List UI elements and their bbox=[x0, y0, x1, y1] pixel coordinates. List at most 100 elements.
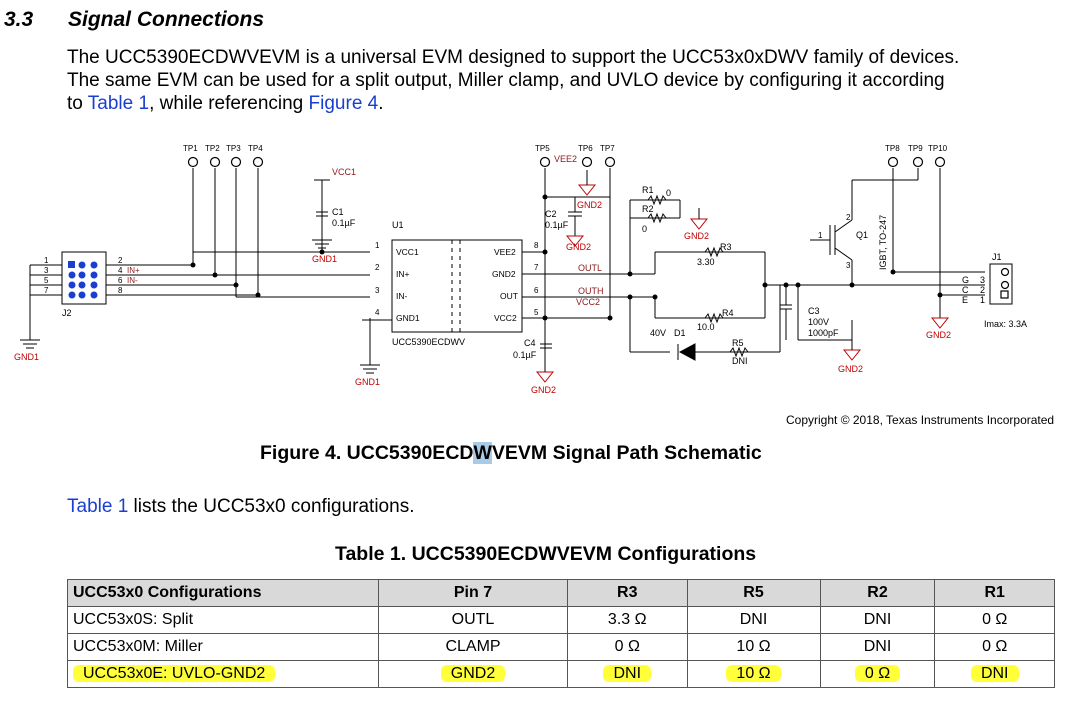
gnd2-label: GND2 bbox=[531, 385, 556, 395]
column-header: R2 bbox=[819, 579, 936, 607]
table-cell: DNI bbox=[567, 660, 688, 688]
inp-net-label: IN+ bbox=[127, 266, 140, 275]
table-reference-sentence: Table 1 lists the UCC53x0 configurations… bbox=[67, 496, 414, 518]
vcc1-net-label: VCC1 bbox=[332, 167, 356, 177]
testpoint-label: TP6 bbox=[578, 144, 593, 153]
highlighted-text: 0 Ω bbox=[854, 665, 901, 682]
gnd2-label: GND2 bbox=[566, 242, 591, 252]
column-header: UCC53x0 Configurations bbox=[67, 579, 379, 607]
table-cell: 0 Ω bbox=[819, 660, 936, 688]
j2-pin: 6 bbox=[118, 276, 123, 285]
table-cell: 0 Ω bbox=[567, 633, 688, 661]
j2-pin: 7 bbox=[44, 286, 49, 295]
u1-pinnum: 1 bbox=[375, 241, 380, 250]
testpoint-label: TP9 bbox=[908, 144, 923, 153]
d1-name: D1 bbox=[674, 328, 686, 338]
d1-voltage: 40V bbox=[650, 328, 666, 338]
j1-pin: 3 bbox=[980, 275, 985, 285]
q1-package: IGBT, TO-247 bbox=[878, 215, 888, 270]
signal-path-schematic: TP1 TP2 TP3 TP4 TP5 TP6 TP7 TP8 TP9 TP10… bbox=[14, 144, 1027, 395]
q1-pin: 1 bbox=[818, 231, 823, 240]
text-selection: W bbox=[473, 442, 492, 464]
table-caption: Table 1. UCC5390ECDWVEVM Configurations bbox=[335, 543, 757, 565]
j1-label-c: C bbox=[962, 285, 969, 295]
u1-pin-vcc1: VCC1 bbox=[396, 247, 419, 257]
figure-caption: Figure 4. UCC5390ECDWVEVM Signal Path Sc… bbox=[260, 442, 762, 465]
testpoint-label: TP1 bbox=[183, 144, 198, 153]
intro-line-2: The same EVM can be used for a split out… bbox=[67, 70, 945, 91]
table-cell: UCC53x0E: UVLO-GND2 bbox=[67, 660, 379, 688]
r3-value: 3.30 bbox=[697, 257, 715, 267]
table-cell: 0 Ω bbox=[934, 633, 1055, 661]
c2-name: C2 bbox=[545, 209, 557, 219]
figure-4-link[interactable]: Figure 4 bbox=[308, 93, 379, 114]
r5-value: DNI bbox=[732, 356, 748, 366]
j2-pin: 2 bbox=[118, 256, 123, 265]
highlighted-text: 10 Ω bbox=[726, 665, 781, 682]
sentence-text: lists the UCC53x0 configurations. bbox=[128, 496, 415, 517]
table-1-link[interactable]: Table 1 bbox=[87, 93, 150, 114]
section-number: 3.3 bbox=[4, 8, 34, 31]
q1-pin: 2 bbox=[846, 213, 851, 222]
table-cell: GND2 bbox=[378, 660, 568, 688]
vcc2-net-label: VCC2 bbox=[576, 297, 600, 307]
r3-name: R3 bbox=[720, 242, 732, 252]
table-cell: DNI bbox=[686, 606, 821, 634]
q1-pin: 3 bbox=[846, 261, 851, 270]
u1-pin-gnd2: GND2 bbox=[492, 269, 516, 279]
inm-net-label: IN- bbox=[127, 276, 138, 285]
r4-name: R4 bbox=[722, 308, 734, 318]
outh-net-label: OUTH bbox=[578, 286, 604, 296]
gnd2-label: GND2 bbox=[838, 364, 863, 374]
u1-ref: U1 bbox=[392, 220, 404, 230]
table-1-link[interactable]: Table 1 bbox=[67, 496, 129, 517]
j2-name: J2 bbox=[62, 308, 72, 318]
table-cell: 0 Ω bbox=[934, 606, 1055, 634]
table-cell: 3.3 Ω bbox=[567, 606, 688, 634]
table-cell: UCC53x0M: Miller bbox=[67, 633, 379, 661]
gnd2-label: GND2 bbox=[926, 330, 951, 340]
u1-pinnum: 8 bbox=[534, 241, 539, 250]
intro-text: to bbox=[67, 93, 88, 114]
testpoint-label: TP8 bbox=[885, 144, 900, 153]
j1-label-e: E bbox=[962, 295, 968, 305]
r2-value: 0 bbox=[642, 224, 647, 234]
q1-name: Q1 bbox=[856, 230, 868, 240]
r5-name: R5 bbox=[732, 338, 744, 348]
r4-value: 10.0 bbox=[697, 322, 715, 332]
table-header-row: UCC53x0 Configurations Pin 7 R3 R5 R2 R1 bbox=[67, 579, 1055, 607]
u1-pin-vee2: VEE2 bbox=[494, 247, 516, 257]
c1-value: 0.1µF bbox=[332, 218, 356, 228]
column-header: Pin 7 bbox=[378, 579, 568, 607]
table-cell: DNI bbox=[819, 633, 936, 661]
highlighted-text: DNI bbox=[603, 665, 652, 682]
table-cell: DNI bbox=[934, 660, 1055, 688]
figure-caption-text: VEVM Signal Path Schematic bbox=[491, 442, 762, 464]
copyright-notice: Copyright © 2018, Texas Instruments Inco… bbox=[786, 413, 1055, 427]
c4-name: C4 bbox=[524, 338, 536, 348]
u1-pin-inm: IN- bbox=[396, 291, 408, 301]
vee2-net-label: VEE2 bbox=[554, 154, 577, 164]
table-cell: 10 Ω bbox=[686, 660, 821, 688]
gnd2-label: GND2 bbox=[577, 200, 602, 210]
intro-text: , while referencing bbox=[149, 93, 309, 114]
table-cell: DNI bbox=[819, 606, 936, 634]
j1-name: J1 bbox=[992, 252, 1002, 262]
testpoint-label: TP3 bbox=[226, 144, 241, 153]
j2-pin: 4 bbox=[118, 266, 123, 275]
intro-line-1: The UCC5390ECDWVEVM is a universal EVM d… bbox=[67, 47, 960, 68]
outl-net-label: OUTL bbox=[578, 263, 602, 273]
table-cell: 10 Ω bbox=[686, 633, 821, 661]
r1-value: 0 bbox=[666, 188, 671, 198]
testpoint-label: TP10 bbox=[928, 144, 948, 153]
j1-pin: 2 bbox=[980, 285, 985, 295]
gnd2-label: GND2 bbox=[684, 231, 709, 241]
c1-name: C1 bbox=[332, 207, 344, 217]
u1-pin-inp: IN+ bbox=[396, 269, 410, 279]
highlighted-text: GND2 bbox=[440, 665, 506, 682]
gnd1-label: GND1 bbox=[355, 377, 380, 387]
j1-label-g: G bbox=[962, 275, 969, 285]
gnd1-label: GND1 bbox=[312, 254, 337, 264]
highlighted-text: UCC53x0E: UVLO-GND2 bbox=[73, 665, 276, 682]
j2-pin: 3 bbox=[44, 266, 49, 275]
